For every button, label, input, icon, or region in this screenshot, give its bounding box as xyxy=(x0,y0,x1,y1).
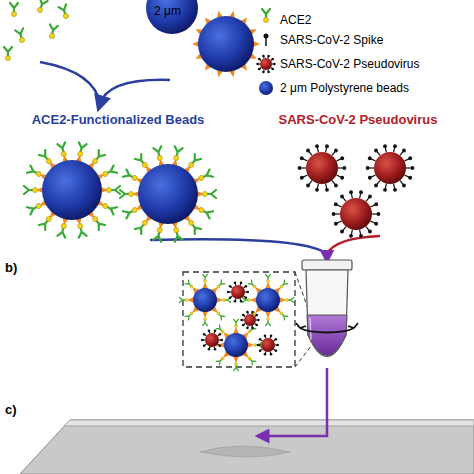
ace2-icon xyxy=(123,170,139,183)
ace2-icon xyxy=(57,142,68,157)
ace2-icon xyxy=(90,214,105,230)
merge-arrow xyxy=(150,239,327,254)
ace2-icon xyxy=(27,166,43,179)
pseudovirus xyxy=(240,311,259,330)
ace2-icon xyxy=(39,214,54,230)
ace2-icon xyxy=(153,146,164,161)
ace2-icon xyxy=(203,317,208,325)
polystyrene-bead xyxy=(179,274,230,325)
ace2-icon xyxy=(153,227,164,242)
ace2-icon xyxy=(90,150,105,166)
zoom-box xyxy=(183,272,295,367)
ace2-icon xyxy=(57,223,68,238)
ace2-icon xyxy=(203,274,208,282)
ace2-icon xyxy=(216,325,225,334)
ace2-icon xyxy=(58,4,70,20)
ace2-icon xyxy=(24,186,38,194)
zoom-line xyxy=(295,345,312,367)
ace2-icon xyxy=(266,274,271,282)
group-heading: SARS-CoV-2 Pseudovirus xyxy=(279,112,438,127)
legend-text: 2 μm Polystyrene beads xyxy=(280,81,409,95)
ace2-icon xyxy=(123,205,139,218)
legend-text: SARS-CoV-2 Spike xyxy=(280,33,383,47)
ace2-icon xyxy=(262,9,270,23)
ace2-icon xyxy=(10,3,18,17)
tube xyxy=(302,260,352,357)
ace2-icon xyxy=(27,201,43,214)
ace2-icon xyxy=(234,362,239,370)
polystyrene-bead xyxy=(120,146,216,241)
rotation-arrow xyxy=(300,328,354,333)
ace2-icon xyxy=(101,166,117,179)
polystyrene-bead xyxy=(192,10,260,78)
ace2-icon xyxy=(76,142,87,157)
ace2-icon xyxy=(186,218,201,234)
ace2-icon xyxy=(120,190,134,198)
ace2-icon xyxy=(179,298,187,303)
pseudovirus xyxy=(227,281,249,302)
ace2-icon xyxy=(106,186,120,194)
panel-letter: c) xyxy=(5,402,17,417)
ace2-icon xyxy=(15,28,26,43)
ace2-icon xyxy=(216,311,225,320)
polystyrene-bead xyxy=(210,319,261,370)
ace2-icon xyxy=(172,227,183,242)
ace2-icon xyxy=(48,24,58,39)
merge-arrow xyxy=(327,236,380,254)
ace2-icon xyxy=(248,280,257,289)
scale-label: 2 μm xyxy=(154,4,181,18)
merge-arrow xyxy=(326,250,329,257)
pseudovirus xyxy=(201,329,223,350)
ace2-icon xyxy=(197,170,213,183)
ace2-icon xyxy=(101,201,117,214)
ace2-icon xyxy=(247,356,256,365)
glass-slide xyxy=(20,420,474,474)
ace2-icon xyxy=(266,317,271,325)
ace2-icon xyxy=(185,280,194,289)
ace2-icon xyxy=(197,205,213,218)
ace2-icon xyxy=(4,47,12,61)
pseudovirus xyxy=(257,334,279,355)
ace2-icon xyxy=(247,325,256,334)
pseudovirus xyxy=(298,144,347,192)
legend-text: SARS-CoV-2 Pseudovirus xyxy=(280,57,419,71)
ace2-icon xyxy=(135,154,150,170)
ace2-icon xyxy=(172,146,183,161)
ace2-icon xyxy=(186,154,201,170)
ace2-icon xyxy=(35,0,47,14)
ace2-icon xyxy=(202,190,216,198)
transfer-arrow xyxy=(262,368,327,436)
ace2-icon xyxy=(76,223,87,238)
ace2-icon xyxy=(285,298,293,303)
polystyrene-bead xyxy=(146,0,198,34)
ace2-icon xyxy=(279,280,288,289)
legend-text: ACE2 xyxy=(280,13,311,27)
ace2-icon xyxy=(216,356,225,365)
merge-arrow xyxy=(40,62,100,104)
ace2-icon xyxy=(234,319,239,327)
ace2-icon xyxy=(216,280,225,289)
polystyrene-bead xyxy=(24,142,120,237)
ace2-icon xyxy=(39,150,54,166)
ace2-icon xyxy=(135,218,150,234)
pseudovirus xyxy=(366,144,415,192)
pseudovirus xyxy=(332,190,381,238)
pseudovirus xyxy=(256,55,275,74)
merge-arrow xyxy=(100,80,170,104)
ace2-icon xyxy=(253,343,261,348)
group-heading: ACE2-Functionalized Beads xyxy=(32,112,205,127)
polystyrene-bead xyxy=(242,274,293,325)
ace2-icon xyxy=(185,311,194,320)
ace2-icon xyxy=(279,311,288,320)
panel-letter: b) xyxy=(5,260,17,275)
